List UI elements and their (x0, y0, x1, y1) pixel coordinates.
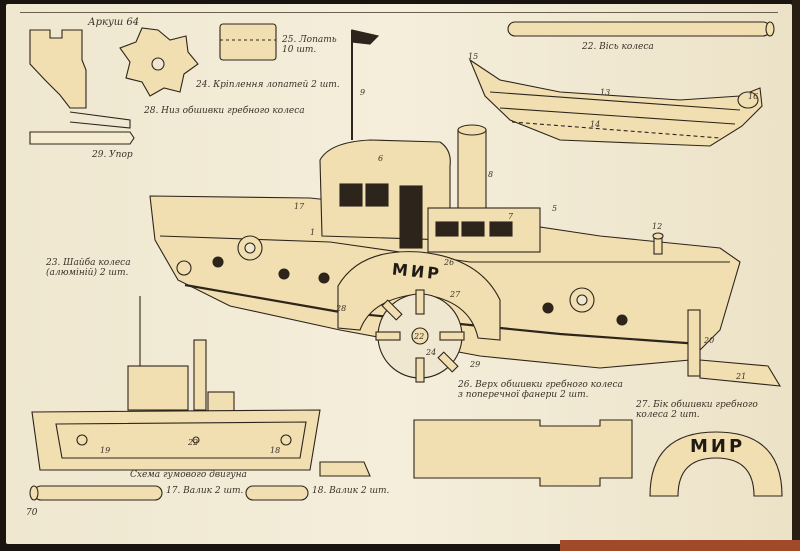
funnel (457, 129, 487, 211)
callout-22: 22 (414, 332, 425, 341)
label-part-17: 17. Валик 2 шт. (166, 486, 244, 496)
book-cover-edge (560, 540, 800, 551)
callout-29: 29 (470, 360, 481, 369)
callout-7: 7 (508, 212, 514, 221)
paddle-box (337, 251, 501, 341)
callout-27: 27 (450, 290, 461, 299)
sheet-label: Аркуш 64 (88, 17, 140, 28)
porthole (212, 256, 224, 268)
cabin-door (399, 185, 423, 249)
callout-28: 28 (336, 304, 347, 313)
porthole (616, 314, 628, 326)
part-17-roller (33, 485, 163, 501)
label-part-26: 26. Верх обшивки гребного колеса з попер… (458, 380, 623, 401)
callout-19: 19 (100, 446, 111, 455)
porthole (542, 302, 554, 314)
label-part-29: 29. Упор (92, 150, 133, 160)
label-part-27: 27. Бік обшивки гребного колеса 2 шт. (636, 400, 758, 421)
callout-22-small: 22 (188, 438, 199, 447)
callout-13: 13 (600, 88, 611, 97)
callout-16: 16 (748, 92, 759, 101)
label-part-22: 22. Вісь колеса (582, 42, 654, 52)
flag (351, 29, 380, 45)
part-25-paddle (219, 23, 277, 61)
callout-24: 24 (426, 348, 437, 357)
stand-post (687, 309, 701, 377)
callout-12: 12 (652, 222, 663, 231)
small-cabin (127, 365, 189, 411)
label-part-25: 25. Лопать 10 шт. (282, 35, 337, 56)
callout-17: 17 (294, 202, 305, 211)
callout-21: 21 (736, 372, 747, 381)
callout-8: 8 (488, 170, 494, 179)
small-hull (31, 409, 321, 471)
label-rubber-motor-scheme: Схема гумового двигуна (130, 470, 247, 480)
label-part-24: 24. Кріплення лопатей 2 шт. (196, 80, 340, 90)
callout-14: 14 (590, 120, 601, 129)
label-part-18: 18. Валик 2 шт. (312, 486, 390, 496)
top-rule (20, 12, 778, 13)
part-24-hub (151, 57, 165, 71)
part-22-wheel-axle (507, 21, 771, 37)
anchor (176, 260, 192, 276)
part-26-panel (413, 419, 633, 487)
callout-26: 26 (444, 258, 455, 267)
part-29-stop (29, 131, 135, 145)
stand-base (699, 359, 782, 387)
part-13-hull-side (468, 58, 763, 147)
label-part-23: 23. Шайба колеса (алюміній) 2 шт. (46, 258, 131, 279)
page-number: 70 (26, 508, 38, 518)
callout-20: 20 (704, 336, 715, 345)
porthole (318, 272, 330, 284)
part-27-arch (649, 431, 783, 497)
porthole (278, 268, 290, 280)
callout-15: 15 (468, 52, 479, 61)
part-18-roller (245, 485, 309, 501)
label-part-28: 28. Низ обшивки гребного колеса (144, 106, 305, 116)
callout-18: 18 (270, 446, 281, 455)
callout-9: 9 (360, 88, 366, 97)
callout-6: 6 (378, 154, 384, 163)
callout-1: 1 (310, 228, 316, 237)
boat-name-arch-part: МИР (690, 436, 746, 457)
part-28-skin-piece (29, 29, 87, 109)
callout-5: 5 (552, 204, 558, 213)
book-edge (792, 0, 800, 551)
